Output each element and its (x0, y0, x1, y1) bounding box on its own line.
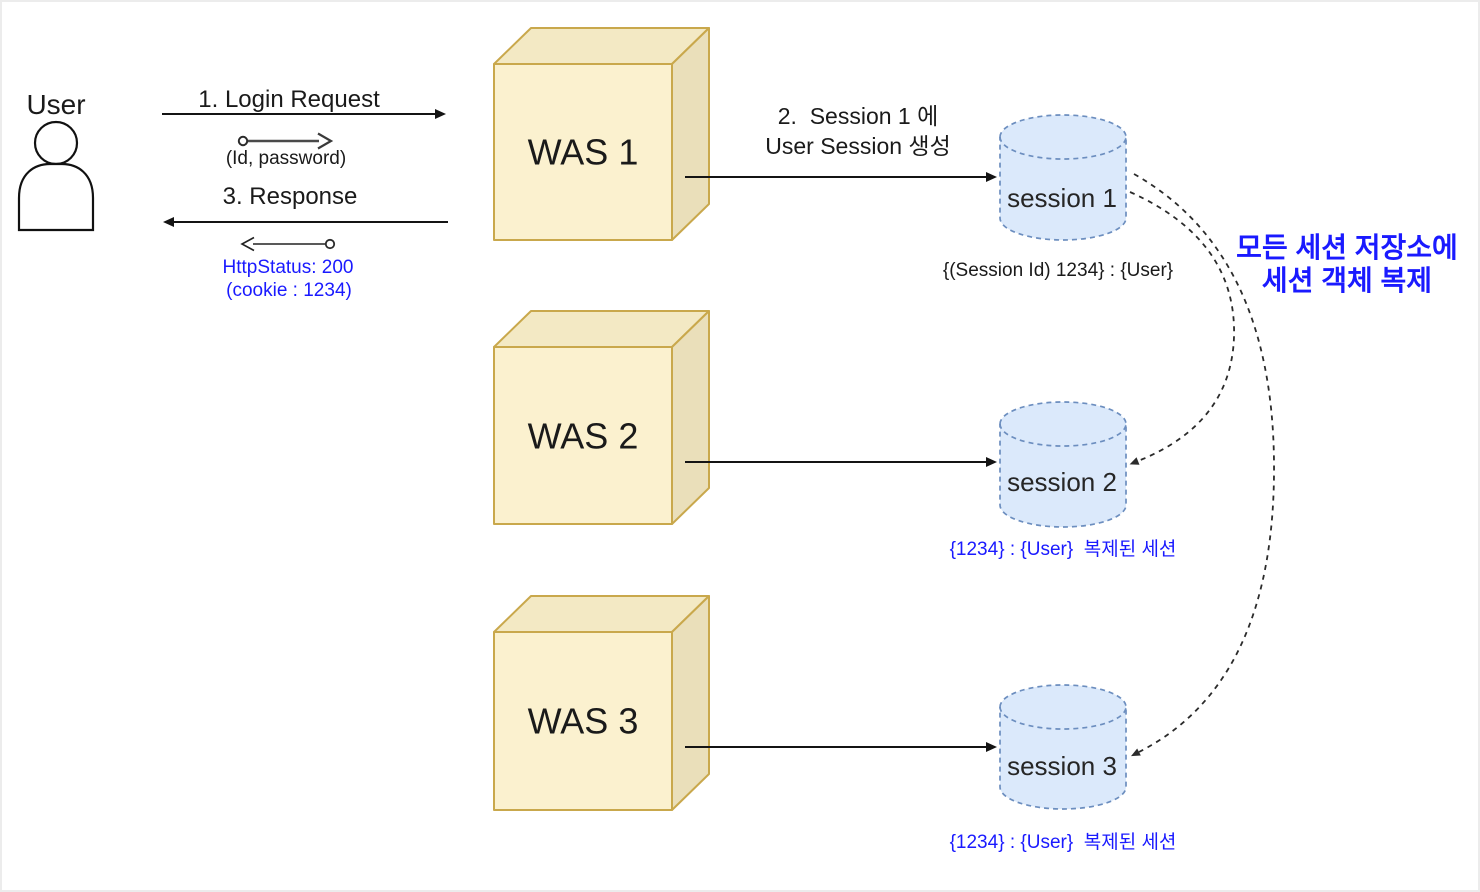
server-box-was2-side (671, 310, 710, 525)
server-box-was2 (493, 310, 710, 525)
response-label: 3. Response (222, 183, 358, 210)
create-session-label: 2. Session 1 에 User Session 생성 (765, 101, 951, 161)
response-params-origin-dot (324, 238, 336, 250)
server-label-was1: WAS 1 (527, 131, 639, 173)
server-box-was3-front (493, 631, 673, 811)
login-params-origin-dot (237, 135, 249, 147)
server-label-was2: WAS 2 (527, 415, 639, 457)
server-box-was3-side (671, 595, 710, 811)
session-cylinder-3 (999, 684, 1127, 810)
server-label-was3: WAS 3 (527, 700, 639, 742)
user-icon (17, 120, 95, 232)
response-params-arrow (240, 236, 336, 252)
replication-note-line2: 세션 객체 복제 (1261, 265, 1433, 296)
server-box-was3 (493, 595, 710, 811)
server-box-was1-side (671, 27, 710, 241)
replication-note: 모든 세션 저장소에 세션 객체 복제 (1236, 231, 1458, 297)
user-icon-head (33, 120, 79, 166)
login-params-label: (Id, password) (225, 148, 347, 169)
user-label: User (26, 89, 86, 120)
create-session-label-line1: 2. Session 1 에 (777, 103, 939, 129)
create-session-label-line2: User Session 생성 (765, 133, 951, 159)
user-icon-body (17, 162, 95, 232)
response-cookie-label: (cookie : 1234) (226, 280, 352, 301)
replication-note-line1: 모든 세션 저장소에 (1236, 232, 1458, 263)
server-box-was1-front (493, 63, 673, 241)
session-cylinder-2-body (999, 401, 1127, 528)
session-2-note: {1234} : {User} 복제된 세션 (949, 539, 1177, 560)
session-3-note: {1234} : {User} 복제된 세션 (949, 832, 1177, 853)
server-box-was2-front (493, 346, 673, 525)
session-cylinder-1-rim (999, 136, 1127, 160)
session-cylinder-3-body (999, 684, 1127, 810)
session-label-3: session 3 (1007, 751, 1117, 782)
replication-arrow-to-session3 (1130, 173, 1275, 757)
session-cylinder-3-rim (999, 706, 1127, 730)
server-box-was1 (493, 27, 710, 241)
login-request-label: 1. Login Request (198, 86, 380, 113)
login-params-arrow (237, 132, 334, 150)
response-status-label: HttpStatus: 200 (222, 257, 354, 278)
session-cylinder-1-body (999, 114, 1127, 241)
replication-arrow-to-session2 (1129, 191, 1235, 465)
session-label-2: session 2 (1007, 467, 1117, 498)
session-cylinder-1 (999, 114, 1127, 241)
session-cylinder-2-rim (999, 423, 1127, 447)
session-label-1: session 1 (1007, 183, 1117, 214)
session-cylinder-2 (999, 401, 1127, 528)
session-1-note: {(Session Id) 1234} : {User} (942, 260, 1174, 281)
